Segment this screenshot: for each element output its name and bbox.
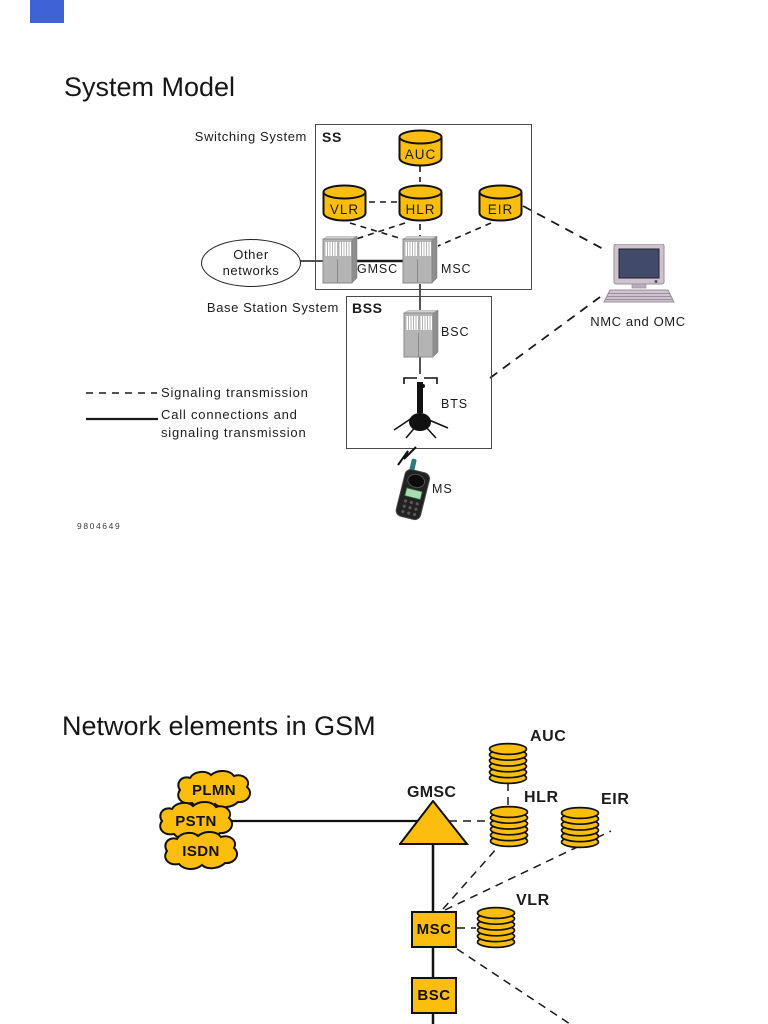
vlr2-stack-cylinder (476, 906, 516, 949)
legend-signaling-label: Signaling transmission (161, 385, 309, 400)
bss-box (346, 296, 492, 449)
vlr-label: VLR (330, 202, 359, 217)
bss-label: BSS (352, 300, 383, 316)
figure-number: 9804649 (77, 521, 122, 531)
page-corner-marker (30, 0, 64, 23)
legend-call-line1: Call connections and (161, 407, 298, 422)
msc2-label: MSC (416, 921, 452, 938)
hlr-label: HLR (405, 202, 435, 217)
switching-system-label: Switching System (194, 129, 307, 144)
auc2-stack-cylinder (488, 742, 528, 785)
other-networks-line2: networks (222, 263, 280, 278)
gmsc-switch-icon (322, 236, 358, 284)
nmc-omc-computer-icon (603, 244, 675, 303)
bsc-switch-icon (403, 310, 439, 358)
pstn-label: PSTN (175, 813, 217, 830)
bts-antenna-icon (393, 377, 449, 439)
bsc2-box: BSC (411, 977, 457, 1014)
page-title-system-model: System Model (64, 72, 236, 102)
nmc-omc-label: NMC and OMC (590, 314, 686, 329)
page-title-network-elements: Network elements in GSM (62, 711, 376, 741)
ms-phone-icon (395, 446, 430, 521)
eir2-stack-cylinder (560, 806, 600, 849)
isdn-cloud: ISDN (164, 831, 238, 870)
isdn-label: ISDN (182, 843, 219, 860)
msc-switch-icon (402, 236, 438, 284)
ss-label: SS (322, 129, 342, 145)
radio-link-zigzag-icon (397, 446, 417, 466)
other-networks-line1: Other (233, 247, 269, 262)
gmsc2-label: GMSC (407, 784, 457, 801)
bsc-label: BSC (441, 325, 470, 339)
auc-label: AUC (405, 147, 437, 162)
pstn-cloud: PSTN (159, 801, 233, 840)
bsc2-label: BSC (417, 987, 451, 1004)
msc-label: MSC (441, 262, 472, 276)
hlr2-label: HLR (524, 789, 559, 806)
base-station-system-label: Base Station System (206, 300, 339, 315)
vlr-cylinder: VLR (322, 184, 367, 222)
msc2-box: MSC (411, 911, 457, 948)
bts-label: BTS (441, 397, 469, 411)
hlr2-stack-cylinder (489, 805, 529, 848)
gmsc-triangle (399, 800, 469, 845)
other-networks-ellipse: Other networks (201, 239, 301, 287)
eir-label: EIR (488, 202, 514, 217)
ss-box (315, 124, 532, 290)
ms-label: MS (432, 482, 453, 496)
auc2-label: AUC (530, 728, 567, 745)
auc-cylinder: AUC (398, 129, 443, 167)
eir-cylinder: EIR (478, 184, 523, 222)
plmn-label: PLMN (192, 782, 236, 799)
legend-call-line2: signaling transmission (161, 425, 307, 440)
vlr2-label: VLR (516, 892, 550, 909)
gmsc-label: GMSC (357, 262, 399, 276)
hlr-cylinder: HLR (398, 184, 443, 222)
eir2-label: EIR (601, 791, 630, 808)
